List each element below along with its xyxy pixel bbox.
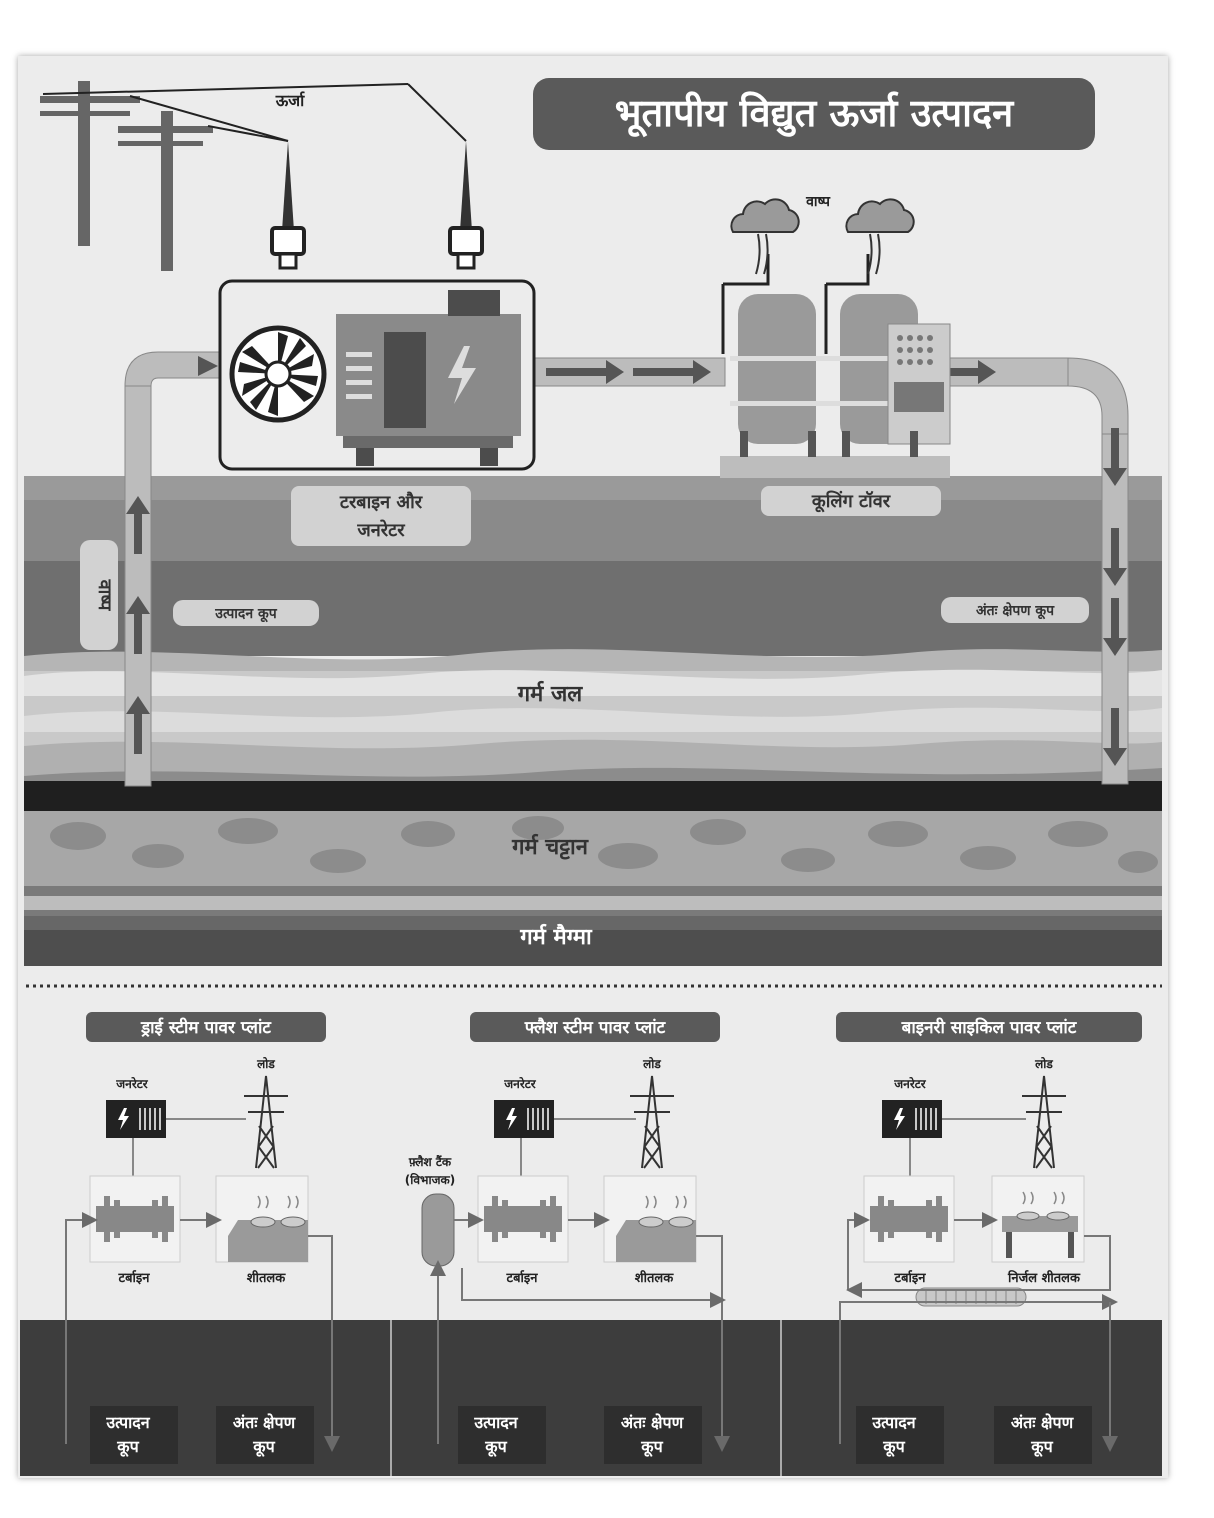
- lightning-icon: [448, 346, 476, 404]
- ground-band: [20, 1320, 1162, 1476]
- binary-prod-label-1: उत्पादन: [871, 1413, 916, 1432]
- flash-inj-label-1: अंतः क्षेपण: [621, 1413, 685, 1432]
- binary-generator-label: जनरेटर: [893, 1077, 927, 1091]
- cooling-tower-label-box: कूलिंग टॉवर: [761, 486, 941, 516]
- flash-steam-panel: फ्लैश स्टीम पावर प्लांट जनरेटर लोड फ़्लै…: [405, 1012, 730, 1464]
- earth-layers: [24, 476, 1162, 966]
- lightning-icon: [894, 1108, 905, 1130]
- steam-top-label: वाष्प: [805, 194, 831, 210]
- binary-cycle-panel: बाइनरी साइकिल पावर प्लांट जनरेटर लोड टर्…: [836, 1012, 1142, 1464]
- binary-inj-label-1: अंतः क्षेपण: [1011, 1413, 1075, 1432]
- binary-load-label: लोड: [1034, 1057, 1053, 1071]
- turbine-icon: [870, 1196, 948, 1242]
- cooling-tower-label: कूलिंग टॉवर: [811, 490, 891, 513]
- transmission-tower-icon: [630, 1075, 674, 1169]
- flash-cooler-label: शीतलक: [635, 1270, 674, 1286]
- dry-generator-label: जनरेटर: [115, 1077, 149, 1091]
- hot-rock-label: गर्म चट्टान: [511, 833, 589, 860]
- turbine-icon: [484, 1196, 562, 1242]
- cooling-tower-unit: [720, 254, 951, 478]
- dry-cooler-icon: [1002, 1191, 1078, 1258]
- flash-load-label: लोड: [642, 1057, 661, 1071]
- binary-cooler-label: निर्जल शीतलक: [1007, 1270, 1081, 1286]
- dry-inj-label-1: अंतः क्षेपण: [233, 1413, 297, 1432]
- dry-steam-panel: ड्राई स्टीम पावर प्लांट जनरेटर लोड टर्बा…: [65, 1012, 340, 1464]
- turbine-generator-label-2: जनरेटर: [356, 519, 405, 541]
- cooler-icon: [228, 1195, 308, 1262]
- injection-well-label-box: अंतः क्षेपण कूप: [941, 597, 1089, 623]
- flash-steam-title: फ्लैश स्टीम पावर प्लांट: [524, 1017, 667, 1038]
- transmission-tower-icon: [244, 1075, 288, 1169]
- steam-side-label-box: वाष्प: [80, 540, 118, 650]
- production-well-label-box: उत्पादन कूप: [173, 600, 319, 626]
- energy-label: ऊर्जा: [275, 91, 306, 110]
- page-title: भूतापीय विद्युत ऊर्जा उत्पादन: [615, 91, 1015, 138]
- binary-cycle-title: बाइनरी साइकिल पावर प्लांट: [901, 1017, 1078, 1038]
- geothermal-diagram: ऊर्जा भूतापीय विद्युत ऊर्जा उत्पादन: [20, 62, 1162, 1476]
- turbine-generator-unit: [218, 279, 536, 471]
- power-poles: [40, 81, 467, 271]
- flash-turbine-label: टर्बाइन: [506, 1270, 539, 1286]
- dry-steam-title: ड्राई स्टीम पावर प्लांट: [140, 1017, 272, 1038]
- flash-prod-label-2: कूप: [484, 1437, 507, 1457]
- steam-side-label: वाष्प: [94, 579, 115, 611]
- steam-clouds: [730, 198, 915, 275]
- dry-inj-label-2: कूप: [252, 1437, 275, 1457]
- binary-prod-label-2: कूप: [882, 1437, 905, 1457]
- dry-load-label: लोड: [256, 1057, 275, 1071]
- lightning-icon: [506, 1108, 517, 1130]
- infographic-page: ऊर्जा भूतापीय विद्युत ऊर्जा उत्पादन: [18, 56, 1168, 1478]
- title-banner: भूतापीय विद्युत ऊर्जा उत्पादन: [533, 78, 1095, 150]
- flash-prod-label-1: उत्पादन: [473, 1413, 518, 1432]
- flash-tank-label-2: (विभाजक): [405, 1173, 455, 1187]
- flash-generator-label: जनरेटर: [503, 1077, 537, 1091]
- cooler-icon: [616, 1195, 696, 1262]
- generator-cables: [270, 141, 484, 270]
- dry-turbine-label: टर्बाइन: [118, 1270, 151, 1286]
- hot-water-label: गर्म जल: [517, 680, 584, 707]
- dry-prod-label-2: कूप: [116, 1437, 139, 1457]
- turbine-generator-label-1: टरबाइन और: [339, 491, 423, 513]
- lightning-icon: [118, 1108, 129, 1130]
- binary-inj-label-2: कूप: [1030, 1437, 1053, 1457]
- flash-inj-label-2: कूप: [640, 1437, 663, 1457]
- dry-cooler-label: शीतलक: [247, 1270, 286, 1286]
- dry-prod-label-1: उत्पादन: [105, 1413, 150, 1432]
- transmission-tower-icon: [1022, 1075, 1066, 1169]
- flash-tank-label-1: फ़्लैश टैंक: [408, 1155, 452, 1169]
- injection-well-label: अंतः क्षेपण कूप: [976, 602, 1055, 620]
- flow-arrows: [126, 356, 1127, 766]
- binary-turbine-label: टर्बाइन: [894, 1270, 927, 1286]
- flash-tank-icon: [421, 1193, 455, 1267]
- production-well-label: उत्पादन कूप: [214, 606, 277, 623]
- hot-magma-label: गर्म मैग्मा: [519, 923, 593, 950]
- turbine-generator-label-box: टरबाइन और जनरेटर: [291, 486, 471, 546]
- turbine-icon: [96, 1196, 174, 1242]
